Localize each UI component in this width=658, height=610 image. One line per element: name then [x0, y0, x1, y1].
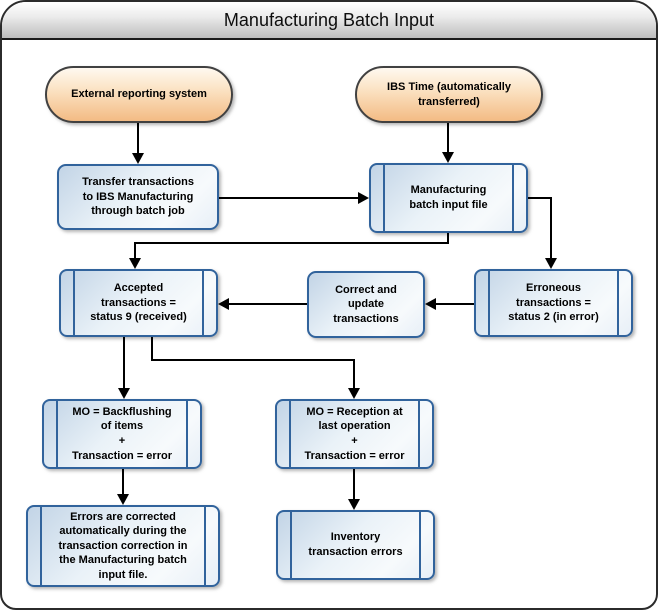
- node-label: Inventory transaction errors: [308, 531, 403, 558]
- node-label: Transfer transactions to IBS Manufacturi…: [82, 176, 194, 218]
- node-label: IBS Time (automatically transferred): [387, 80, 511, 108]
- connector-ibs-to-mbif: [447, 123, 449, 153]
- connector-accepted-to-mo-reception: [353, 359, 355, 389]
- connector-mbif-to-accepted: [134, 242, 136, 259]
- node-inventory-transaction-errors: Inventory transaction errors: [276, 510, 435, 580]
- node-errors-corrected-automatically: Errors are corrected automatically durin…: [26, 505, 220, 587]
- node-label: Erroneous transactions = status 2 (in er…: [508, 282, 599, 324]
- arrowhead-down-icon: [117, 494, 129, 505]
- node-label: External reporting system: [71, 88, 207, 101]
- arrowhead-down-icon: [129, 258, 141, 269]
- node-transfer-transactions: Transfer transactions to IBS Manufacturi…: [57, 164, 219, 230]
- arrowhead-down-icon: [132, 153, 144, 164]
- arrowhead-right-icon: [358, 192, 369, 204]
- connector-mbif-to-accepted: [447, 233, 449, 244]
- connector-mbif-to-accepted: [134, 242, 449, 244]
- connector-accepted-to-mo-reception: [151, 359, 355, 361]
- node-label: Accepted transactions = status 9 (receiv…: [90, 282, 187, 324]
- connector-external-to-transfer: [137, 123, 139, 155]
- node-label: Correct and update transactions: [333, 283, 399, 325]
- node-ibs-time: IBS Time (automatically transferred): [355, 66, 543, 123]
- connector-correct-to-accepted: [229, 303, 307, 305]
- connector-mbif-to-erroneous: [528, 197, 552, 199]
- connector-mbif-to-erroneous: [550, 197, 552, 259]
- arrowhead-down-icon: [545, 258, 557, 269]
- arrowhead-down-icon: [348, 388, 360, 399]
- node-erroneous-transactions: Erroneous transactions = status 2 (in er…: [474, 269, 633, 337]
- connector-transfer-to-mbif: [219, 197, 358, 199]
- arrowhead-down-icon: [442, 152, 454, 163]
- arrowhead-left-icon: [218, 298, 229, 310]
- connector-mo-reception-to-inventory-errors: [353, 469, 355, 500]
- node-mo-reception-at-last-operation: MO = Reception at last operation + Trans…: [275, 399, 434, 469]
- node-mo-backflushing-of-items: MO = Backflushing of items + Transaction…: [42, 399, 202, 469]
- arrowhead-left-icon: [425, 298, 436, 310]
- node-accepted-transactions: Accepted transactions = status 9 (receiv…: [59, 269, 218, 337]
- connector-accepted-to-mo-backflushing: [123, 337, 125, 389]
- node-label: Errors are corrected automatically durin…: [58, 510, 188, 581]
- arrowhead-down-icon: [118, 388, 130, 399]
- node-label: MO = Backflushing of items + Transaction…: [72, 405, 172, 462]
- arrowhead-down-icon: [348, 499, 360, 510]
- node-label: MO = Reception at last operation + Trans…: [304, 405, 405, 462]
- connector-mo-backflushing-to-errors-corrected: [122, 469, 124, 495]
- connector-erroneous-to-correct: [436, 303, 474, 305]
- connector-accepted-to-mo-reception: [151, 337, 153, 361]
- node-correct-and-update-transactions: Correct and update transactions: [307, 271, 425, 338]
- node-manufacturing-batch-input-file: Manufacturing batch input file: [369, 163, 528, 233]
- node-label: Manufacturing batch input file: [409, 184, 488, 211]
- node-external-reporting-system: External reporting system: [45, 66, 233, 123]
- diagram-title: Manufacturing Batch Input: [223, 9, 435, 30]
- diagram-title-bar: Manufacturing Batch Input: [2, 2, 656, 40]
